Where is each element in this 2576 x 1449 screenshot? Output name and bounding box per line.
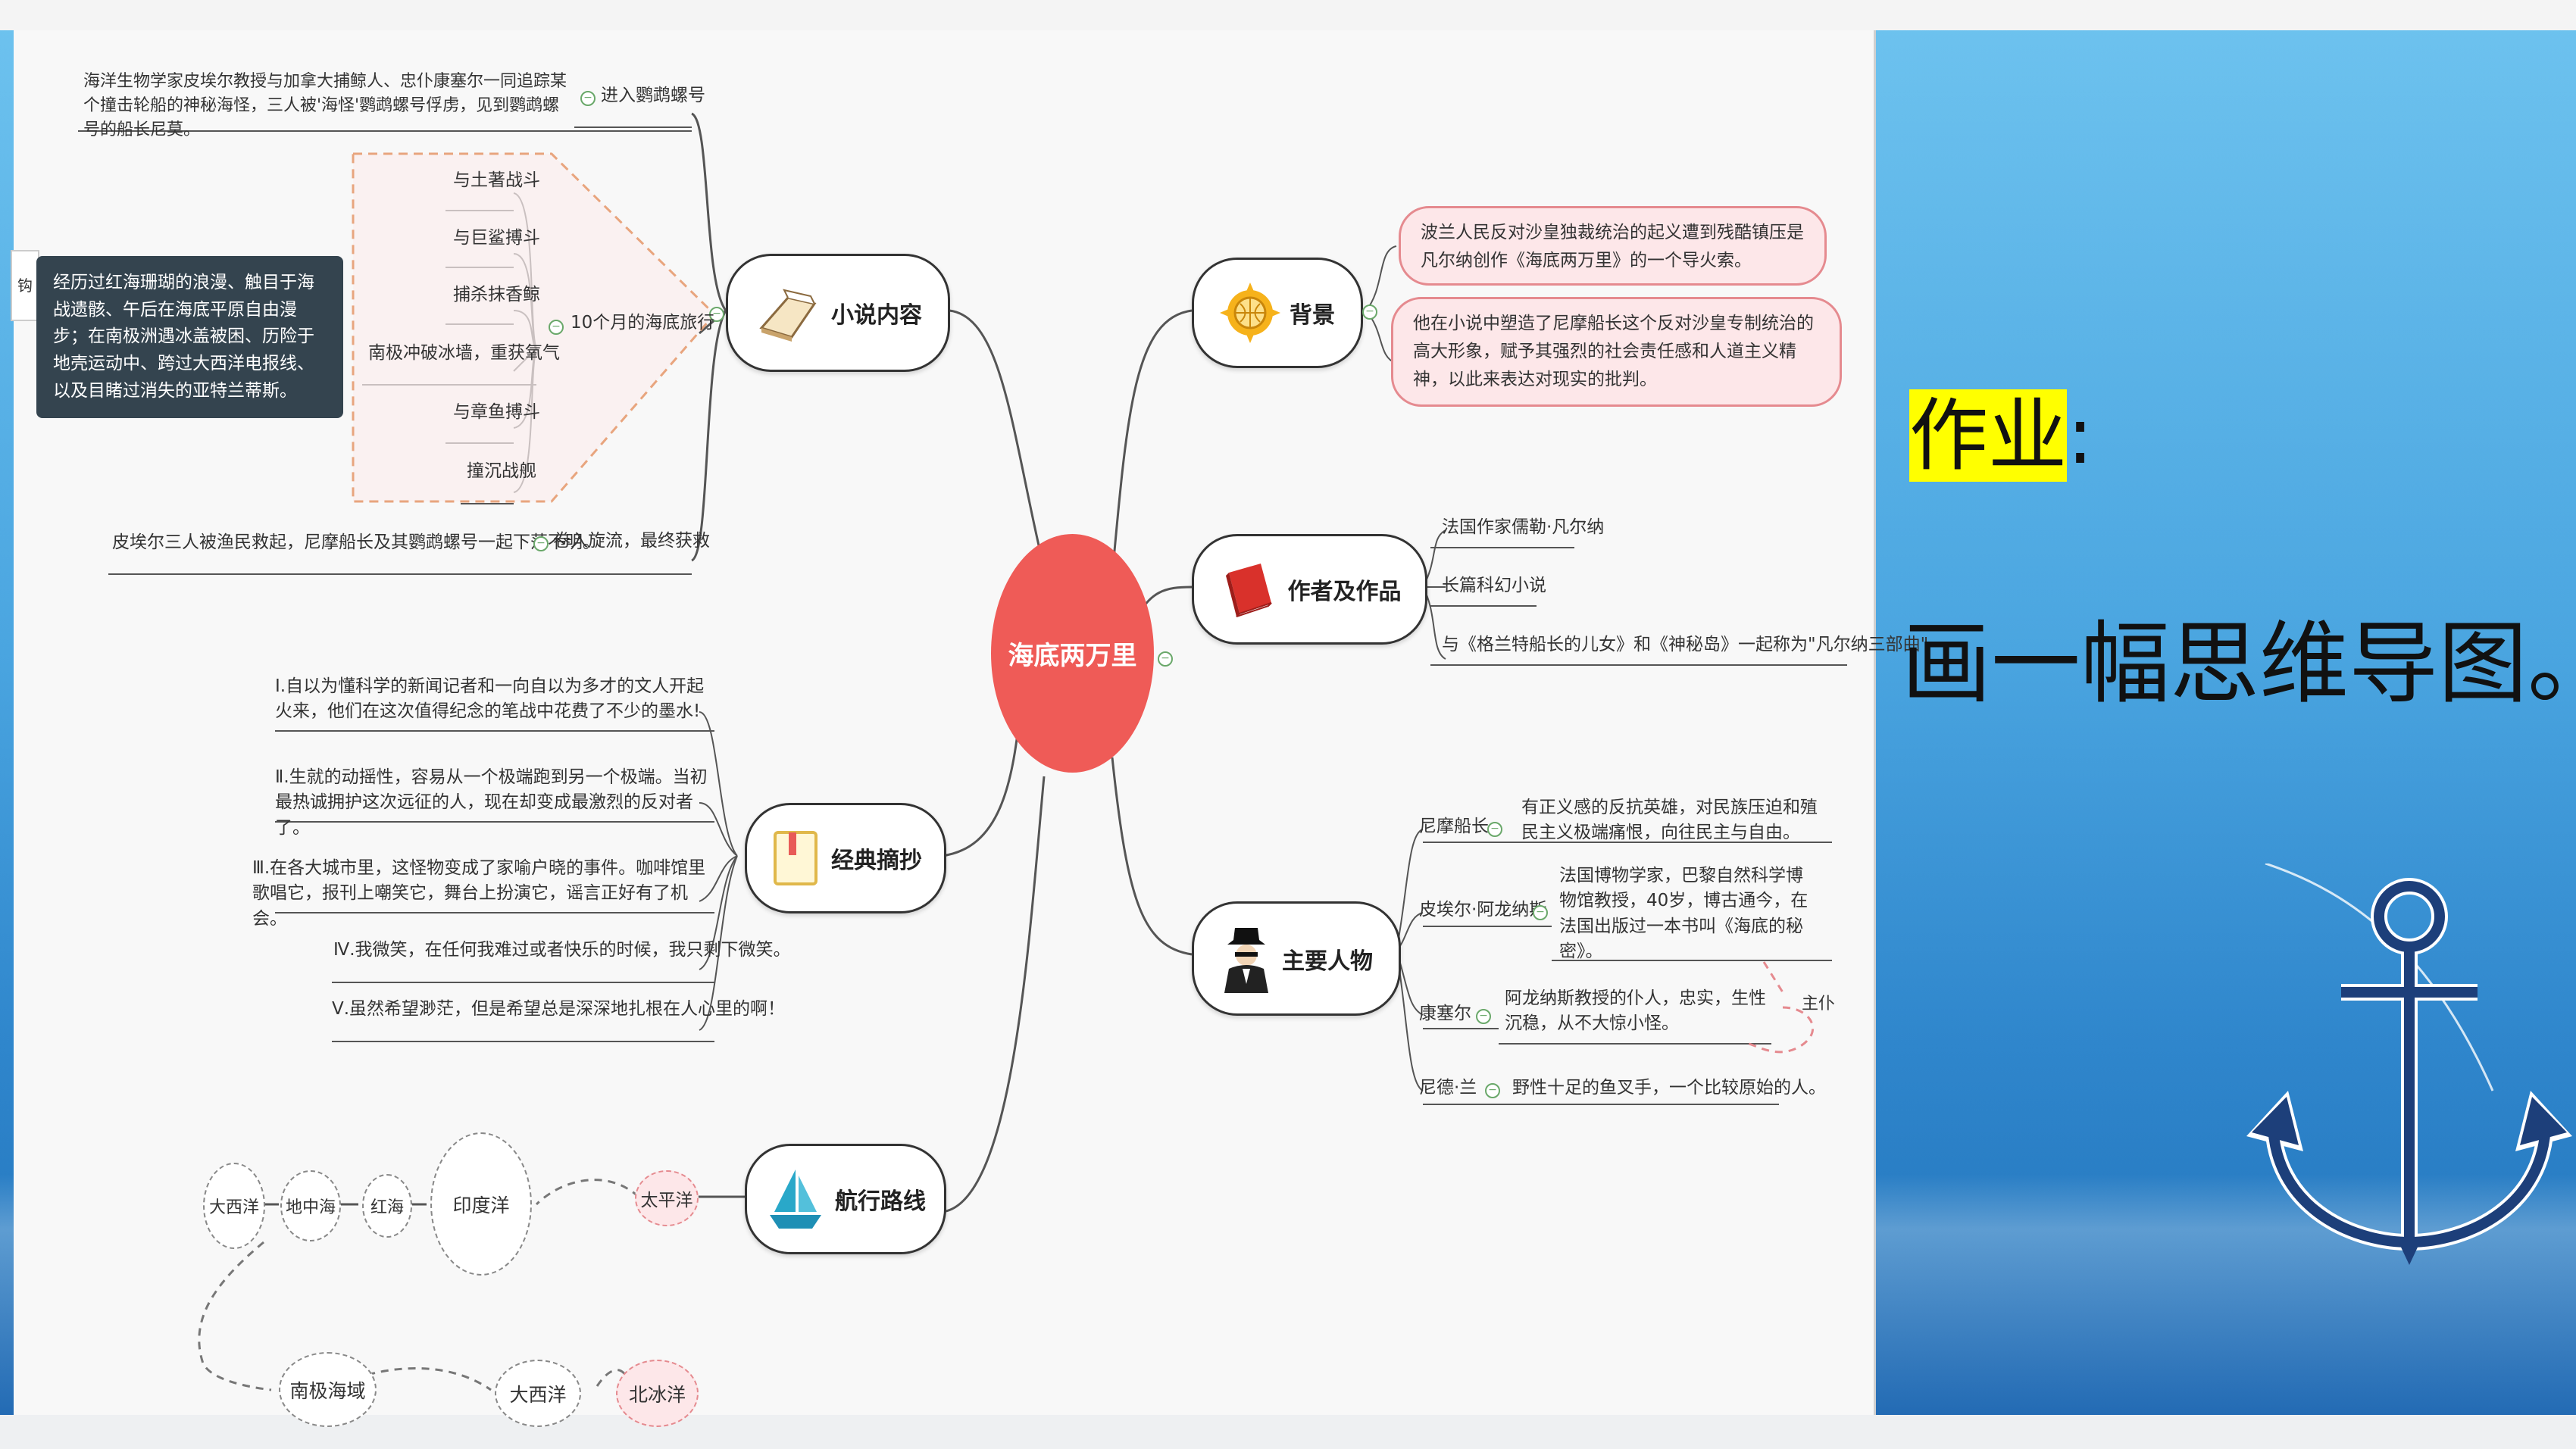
collapse-toggle[interactable]: − bbox=[1485, 1083, 1500, 1098]
quote-3[interactable]: Ⅲ.在各大城市里，这怪物变成了家喻户晓的事件。咖啡馆里歌唱它，报刊上嘲笑它，舞台… bbox=[252, 858, 706, 929]
route-pacific-india bbox=[535, 1179, 639, 1206]
branch-author[interactable]: 作者及作品 bbox=[1192, 534, 1427, 645]
branch-quotes[interactable]: 经典摘抄 bbox=[745, 803, 946, 913]
bottom-strip bbox=[0, 1415, 2576, 1449]
collapse-toggle[interactable]: − bbox=[1158, 651, 1173, 667]
escape-description: 皮埃尔三人被渔民救起，尼摩船长及其鹦鹉螺号一起下落不明。 bbox=[112, 532, 600, 552]
homework-label: 作业 bbox=[1909, 389, 2068, 482]
route-atlantic-2[interactable]: 大西洋 bbox=[495, 1360, 581, 1427]
line-center-bg bbox=[1111, 309, 1193, 576]
journey-tooltip: 经历过红海珊瑚的浪漫、触目于海战遗骸、午后在海底平原自由漫步；在南极洲遇冰盖被困… bbox=[36, 256, 343, 419]
anchor-icon bbox=[2246, 863, 2572, 1265]
homework-title: 作业: bbox=[1909, 371, 2093, 486]
collapse-toggle[interactable]: − bbox=[533, 536, 549, 551]
author-item-2[interactable]: 长篇科幻小说 bbox=[1442, 576, 1546, 595]
relation-label: 主仆 bbox=[1802, 995, 1836, 1013]
character-1-desc: 有正义感的反抗英雄，对民族压迫和殖民主义极端痛恨，向往民主与自由。 bbox=[1521, 798, 1818, 843]
branch-quotes-label: 经典摘抄 bbox=[831, 848, 922, 874]
line-novel-escape bbox=[691, 310, 727, 562]
journey-sub-5[interactable]: 与章鱼搏斗 bbox=[453, 402, 540, 422]
character-3-desc: 阿龙纳斯教授的仆人，忠实，生性沉稳，从不大惊小怪。 bbox=[1505, 988, 1766, 1034]
branch-novel-content[interactable]: 小说内容 bbox=[726, 254, 950, 372]
character-4-desc: 野性十足的鱼叉手，一个比较原始的人。 bbox=[1512, 1078, 1826, 1098]
collapse-toggle[interactable]: − bbox=[549, 320, 564, 335]
central-topic-label: 海底两万里 bbox=[1008, 641, 1137, 671]
sailboat-icon bbox=[770, 1170, 821, 1229]
branch-route[interactable]: 航行路线 bbox=[745, 1144, 946, 1254]
route-indian[interactable]: 印度洋 bbox=[430, 1132, 532, 1276]
top-strip bbox=[0, 0, 2576, 30]
character-2-desc: 法国博物学家，巴黎自然科学博物馆教授，40岁，博古通今，在法国出版过一本书叫《海… bbox=[1559, 866, 1809, 962]
journey-sub-2[interactable]: 与巨鲨搏斗 bbox=[453, 228, 540, 248]
character-3-name[interactable]: 康塞尔 bbox=[1419, 1004, 1471, 1023]
sun-globe-icon bbox=[1220, 283, 1280, 343]
mindmap-lines bbox=[78, 112, 1847, 1394]
quote-5[interactable]: Ⅴ.虽然希望渺茫，但是希望总是深深地扎根在人心里的啊！ bbox=[332, 999, 786, 1019]
character-4-name[interactable]: 尼德·兰 bbox=[1419, 1078, 1477, 1098]
quote-1[interactable]: Ⅰ.自以为懂科学的新闻记者和一向自以为多才的文人开起火来，他们在这次值得纪念的笔… bbox=[275, 676, 705, 722]
left-edge-tab[interactable]: 钩 bbox=[11, 250, 39, 321]
journey-sub-3[interactable]: 捕杀抹香鲸 bbox=[453, 285, 540, 304]
journey-sub-6[interactable]: 撞沉战舰 bbox=[467, 461, 536, 481]
branch-characters-label: 主要人物 bbox=[1282, 948, 1373, 975]
route-antarctic[interactable]: 南极海域 bbox=[279, 1352, 377, 1427]
journey-sub-4[interactable]: 南极冲破冰墙，重获氧气 bbox=[368, 343, 560, 363]
escape-label[interactable]: 卷入旋流，最终获救 bbox=[553, 531, 710, 551]
author-item-3[interactable]: 与《格兰特船长的儿女》和《神秘岛》一起称为"凡尔纳三部曲" bbox=[1442, 635, 1929, 654]
mindmap-canvas: 钩 海底两万里 − 小说内容 − 海洋生物学家皮埃尔教授与加拿大捕鲸人、忠仆康塞… bbox=[11, 30, 1928, 1427]
background-item-2[interactable]: 他在小说中塑造了尼摩船长这个反对沙皇专制统治的高大形象，赋予其强烈的社会责任感和… bbox=[1391, 297, 1842, 407]
collapse-toggle[interactable]: − bbox=[1476, 1009, 1491, 1024]
notebook-icon bbox=[774, 831, 818, 885]
journey-sub-1[interactable]: 与土著战斗 bbox=[453, 170, 540, 190]
quote-4[interactable]: Ⅳ.我微笑，在任何我难过或者快乐的时候，我只剩下微笑。 bbox=[333, 940, 791, 960]
quote-2[interactable]: Ⅱ.生就的动摇性，容易从一个极端跑到另一个极端。当初最热诚拥护这次远征的人，现在… bbox=[275, 767, 708, 838]
enter-description: 海洋生物学家皮埃尔教授与加拿大捕鲸人、忠仆康塞尔一同追踪某个撞击轮船的神秘海怪，… bbox=[83, 72, 567, 139]
route-pacific[interactable]: 太平洋 bbox=[635, 1170, 699, 1226]
homework-instruction: 画一幅思维导图。 bbox=[1902, 611, 2576, 716]
journey-label[interactable]: 10个月的海底旅行 bbox=[571, 313, 715, 333]
line-center-route bbox=[941, 776, 1046, 1213]
collapse-toggle[interactable]: − bbox=[1533, 905, 1548, 920]
book-icon bbox=[759, 289, 817, 342]
branch-background-label: 背景 bbox=[1290, 302, 1335, 329]
collapse-toggle[interactable]: − bbox=[1362, 304, 1377, 320]
line-novel-enter bbox=[691, 112, 727, 311]
branch-route-label: 航行路线 bbox=[835, 1188, 926, 1215]
route-red-sea[interactable]: 红海 bbox=[362, 1174, 412, 1238]
collapse-toggle[interactable]: − bbox=[1487, 822, 1502, 837]
character-2-name[interactable]: 皮埃尔·阿龙纳斯 bbox=[1419, 900, 1547, 920]
red-book-icon bbox=[1225, 564, 1272, 617]
journey-frame bbox=[352, 152, 717, 503]
route-arctic[interactable]: 北冰洋 bbox=[616, 1360, 699, 1427]
branch-author-label: 作者及作品 bbox=[1287, 579, 1402, 605]
route-atlantic-1[interactable]: 大西洋 bbox=[203, 1163, 265, 1249]
character-1-name[interactable]: 尼摩船长 bbox=[1419, 817, 1489, 836]
central-topic[interactable]: 海底两万里 bbox=[991, 534, 1154, 773]
line-center-chars bbox=[1111, 757, 1193, 956]
detective-icon bbox=[1224, 927, 1268, 993]
author-item-1[interactable]: 法国作家儒勒·凡尔纳 bbox=[1442, 517, 1605, 537]
collapse-toggle[interactable]: − bbox=[580, 91, 596, 106]
homework-colon: : bbox=[2067, 389, 2094, 482]
branch-characters[interactable]: 主要人物 bbox=[1192, 901, 1401, 1016]
route-mediterranean[interactable]: 地中海 bbox=[280, 1170, 341, 1241]
collapse-toggle[interactable]: − bbox=[709, 307, 724, 322]
enter-label[interactable]: 进入鹦鹉螺号 bbox=[601, 86, 705, 105]
background-item-1[interactable]: 波兰人民反对沙皇独裁统治的起义遭到残酷镇压是凡尔纳创作《海底两万里》的一个导火索… bbox=[1399, 206, 1827, 286]
branch-background[interactable]: 背景 bbox=[1192, 258, 1363, 368]
relation-line bbox=[1748, 1006, 1815, 1054]
branch-novel-label: 小说内容 bbox=[831, 302, 922, 329]
